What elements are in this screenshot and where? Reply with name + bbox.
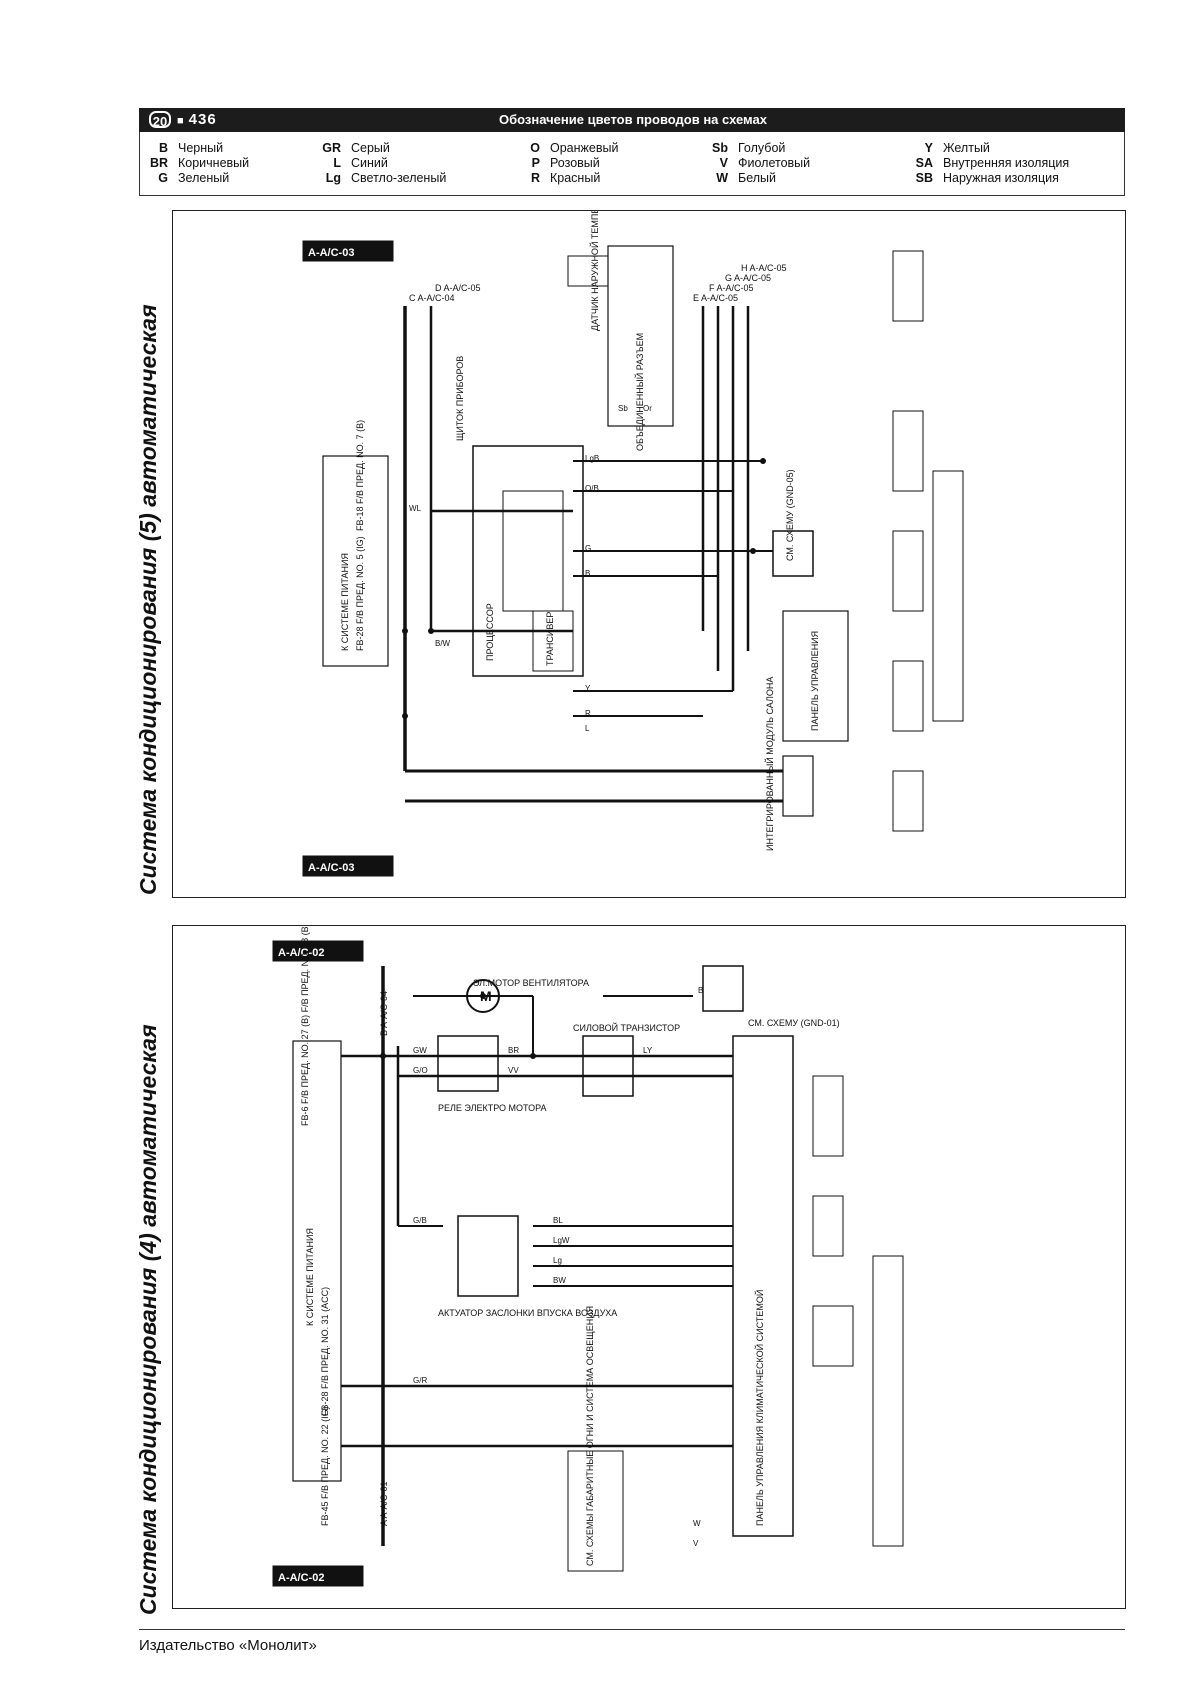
diagram5-schematic: К СИСТЕМЕ ПИТАНИЯ FB-28 F/B ПРЕД. NO. 5 …: [302, 172, 964, 877]
page-ref-tag: [272, 1565, 364, 1587]
page-ref-tag: [302, 240, 394, 262]
footer-divider: [139, 1629, 1125, 1630]
wire-label: B: [698, 986, 703, 995]
wire-label: LgB: [585, 454, 599, 463]
connector-b-label: B A-A/C-04: [379, 991, 389, 1036]
diagram5-title: Система кондиционирования (5) автоматиче…: [135, 304, 161, 895]
wire-label: W: [693, 1519, 701, 1528]
wire-label: G/R: [413, 1376, 427, 1385]
wire-label: GW: [413, 1046, 427, 1055]
connector-c-label: C A-A/C-04: [409, 293, 455, 303]
processor-label: ПРОЦЕССОР: [485, 603, 495, 661]
header-title: Обозначение цветов проводов на схемах: [499, 112, 767, 127]
intake-actuator-label: АКТУАТОР ЗАСЛОНКИ ВПУСКА ВОЗДУХА: [438, 1308, 617, 1318]
fuse-c-label: FB-6 F/B ПРЕД. NO. 27 (B) F/B ПРЕД. NO. …: [300, 926, 310, 1126]
wire-label: Or: [643, 404, 652, 413]
wire-label: LgW: [553, 1236, 570, 1245]
wire-label: V: [693, 1539, 699, 1548]
page-header: 20 ■436 Обозначение цветов проводов на с…: [139, 108, 1125, 132]
wire-label: BR: [508, 1046, 519, 1055]
power-box-label: К СИСТЕМЕ ПИТАНИЯ: [340, 553, 350, 651]
connector-g-label: G A-A/C-05: [725, 273, 771, 283]
fuse-a-label: FB-45 F/B ПРЕД. NO. 22 (IG): [320, 1406, 330, 1526]
connector-f-label: F A-A/C-05: [709, 283, 754, 293]
power-transistor-label: СИЛОВОЙ ТРАНЗИСТОР: [573, 1022, 680, 1033]
wire-label: BW: [553, 1276, 566, 1285]
page-ref-tag: [272, 940, 364, 962]
section-badge: 20: [149, 111, 171, 129]
connector-h-label: H A-A/C-05: [741, 263, 787, 273]
svg-text:M: M: [480, 988, 492, 1004]
wire-label: VV: [508, 1066, 519, 1075]
page-ref-bottom: A-A/C-03: [308, 862, 354, 874]
fuse-b-label: FB-28 F/B ПРЕД. NO. 31 (ACC): [320, 1287, 330, 1416]
page-ref-top: A-A/C-02: [278, 947, 324, 959]
dashboard-label: ЩИТОК ПРИБОРОВ: [455, 356, 465, 441]
diagram5-frame: К СИСТЕМЕ ПИТАНИЯ FB-28 F/B ПРЕД. NO. 5 …: [172, 172, 1126, 898]
ac-panel-label: ПАНЕЛЬ УПРАВЛЕНИЯ: [810, 631, 820, 731]
integrated-module-label: ИНТЕГРИРОВАННЫЙ МОДУЛЬ САЛОНА: [764, 677, 775, 851]
page-ref-tag: [302, 855, 394, 877]
page-number: ■436: [177, 111, 217, 128]
ground-ref-label: СМ. СХЕМУ (GND-01): [748, 1018, 840, 1028]
wire-label: G/B: [413, 1216, 427, 1225]
wire-label: BL: [553, 1216, 563, 1225]
fuse-left-label: FB-28 F/B ПРЕД. NO. 5 (IG): [355, 536, 365, 651]
climate-panel-label: ПАНЕЛЬ УПРАВЛЕНИЯ КЛИМАТИЧЕСКОЙ СИСТЕМОЙ: [754, 1290, 765, 1526]
wire-label: Sb: [618, 404, 628, 413]
wire-label: Lg: [553, 1256, 562, 1265]
wire-label: G: [585, 544, 591, 553]
transceiver-label: ТРАНСИВЕР: [545, 612, 555, 666]
power-box-label: К СИСТЕМЕ ПИТАНИЯ: [305, 1228, 315, 1326]
wire-label: B: [585, 569, 590, 578]
wire-label: G/O: [413, 1066, 428, 1075]
wire-label: LY: [643, 1046, 653, 1055]
lighting-ref-label: СМ. СХЕМЫ ГАБАРИТНЫЕ ОГНИ И СИСТЕМА ОСВЕ…: [585, 1306, 595, 1566]
ground-ref-label: СМ. СХЕМУ (GND-05): [785, 469, 795, 561]
page-ref-top: A-A/C-03: [308, 247, 354, 259]
wire-label: O/B: [585, 484, 599, 493]
wire-label: L: [585, 724, 590, 733]
page-ref-bottom: A-A/C-02: [278, 1572, 324, 1584]
fuse-right-label: FB-18 F/B ПРЕД. NO. 7 (B): [355, 420, 365, 531]
publisher: Издательство «Монолит»: [139, 1637, 317, 1654]
connector-e-label: E A-A/C-05: [693, 293, 738, 303]
connector-d-label: D A-A/C-05: [435, 283, 481, 293]
motor-relay-label: РЕЛЕ ЭЛЕКТРО МОТОРА: [438, 1103, 547, 1113]
diagram4-title: Система кондиционирования (4) автоматиче…: [135, 1024, 161, 1615]
diagram4-schematic: M A-A/C-02 A-A/C-02 К СИСТЕМЕ ПИТАНИЯ FB…: [272, 923, 904, 1587]
connector-a-label: A A-A/C-01: [379, 1481, 389, 1526]
wire-label: Y: [585, 684, 591, 693]
joint-connector-label: ОБЪЕДИНЕННЫЙ РАЗЪЕМ: [634, 333, 645, 451]
diagram4-frame: M A-A/C-02 A-A/C-02 К СИСТЕМЕ ПИТАНИЯ FB…: [172, 923, 1126, 1609]
wire-label: WL: [409, 504, 422, 513]
blower-motor-label: ЭЛ.МОТОР ВЕНТИЛЯТОРА: [473, 978, 589, 988]
wire-label: B/W: [435, 639, 451, 648]
temp-sensor-label: ДАТЧИК НАРУЖНОЙ ТЕМПЕРАТУРЫ: [589, 211, 600, 331]
wire-label: R: [585, 709, 591, 718]
